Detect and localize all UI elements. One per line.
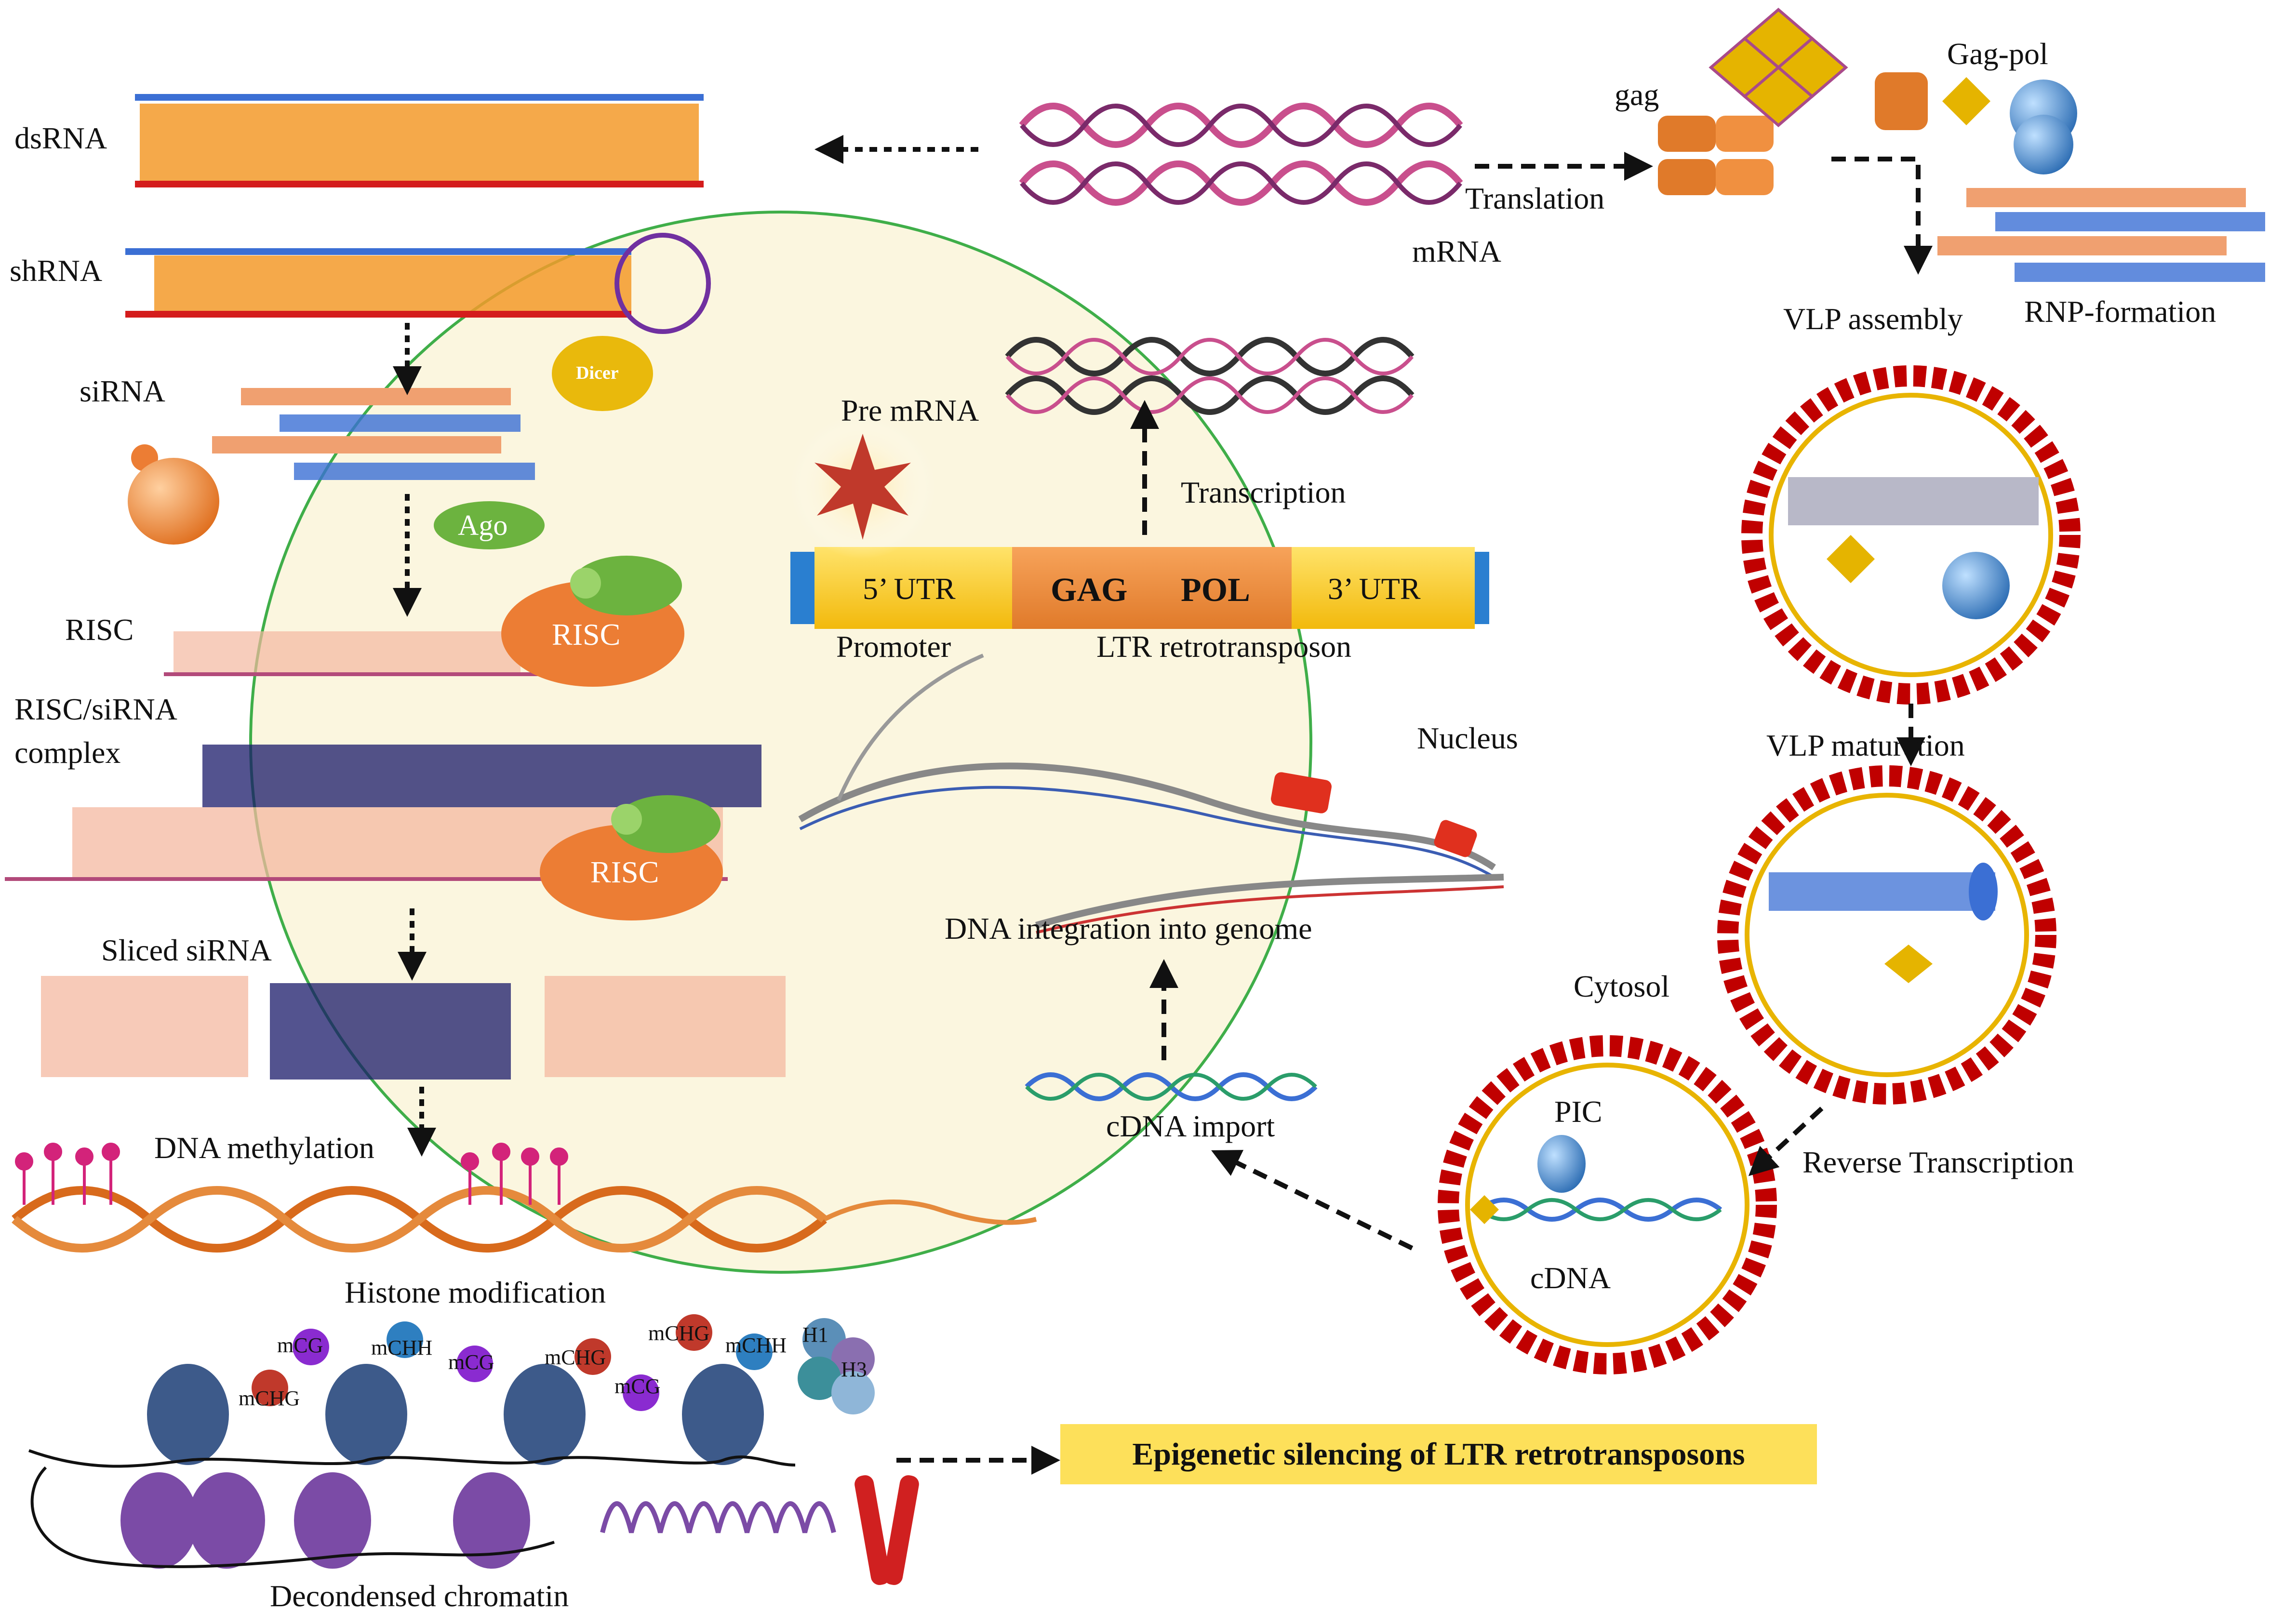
arrow-reverse-transcription [1748, 1106, 1824, 1176]
epigenetic-silencing-box: Epigenetic silencing of LTR retrotranspo… [1060, 1424, 1817, 1484]
label-gag-pol: Gag-pol [1947, 37, 2048, 71]
chromatin-fiber-upper [28, 1449, 796, 1468]
label-epigenetic-silencing: Epigenetic silencing of LTR retrotranspo… [1132, 1436, 1745, 1472]
chromatin-fiber-lower [30, 1466, 555, 1568]
mark-mchg-3: mCHG [648, 1321, 710, 1345]
arrow-to-cdna-import [1211, 1150, 1414, 1251]
label-sirna: siRNA [80, 374, 165, 408]
label-dna-methylation: DNA methylation [154, 1131, 374, 1165]
gag-protein-blocks [1658, 116, 1774, 195]
pre-mrna-strands [1005, 337, 1415, 415]
dicer-enzyme [552, 336, 653, 411]
gag-diamond-icon [1709, 8, 1848, 127]
mark-mchg-1: mCHG [239, 1386, 300, 1410]
methylated-dna [12, 1186, 1037, 1253]
mark-mchh-1: mCHH [371, 1336, 433, 1360]
methylation-pins [15, 1143, 568, 1205]
label-3utr: 3’ UTR [1328, 572, 1421, 606]
label-risc-sirna-1: RISC/siRNA [14, 692, 177, 726]
mark-mcg-3: mCG [614, 1374, 661, 1398]
label-sliced-sirna: Sliced siRNA [101, 933, 272, 967]
label-cytosol: Cytosol [1574, 969, 1670, 1003]
mark-mchh-2: mCHH [725, 1333, 787, 1357]
label-rnp-formation: RNP-formation [2024, 294, 2216, 329]
badge-risc-upper: RISC [552, 617, 621, 652]
histone-octamer [798, 1318, 875, 1414]
label-dna-integration: DNA integration into genome [945, 911, 1312, 946]
label-risc-sirna-2: complex [14, 735, 121, 770]
flow-arrows [393, 135, 1933, 1475]
label-promoter: Promoter [836, 629, 951, 664]
pic-particle [1438, 1035, 1777, 1374]
label-vlp-assembly: VLP assembly [1783, 302, 1963, 336]
chromatin-coil [600, 1501, 836, 1533]
label-pol-gene: POL [1181, 572, 1250, 609]
label-5utr: 5’ UTR [863, 572, 956, 606]
label-ago: Ago [458, 509, 508, 541]
ltr-gene-bar [790, 547, 1489, 629]
chromosome-icon [854, 1475, 919, 1585]
label-ltr-retrotransposon: LTR retrotransposon [1096, 629, 1352, 664]
risc-sirna-complex [5, 745, 761, 920]
ago-enzyme-orange-icon [128, 444, 219, 545]
vlp-maturation-particle [1717, 765, 2056, 1105]
label-gag-gene: GAG [1051, 572, 1128, 609]
arrow-vlp-assembly [1831, 157, 1933, 275]
label-shrna: shRNA [10, 253, 103, 288]
mrna-helices [1019, 103, 1463, 206]
label-decondensed-chromatin: Decondensed chromatin [270, 1579, 569, 1613]
mark-h1: H1 [802, 1323, 828, 1346]
label-gag: gag [1615, 78, 1659, 112]
label-risc: RISC [65, 613, 134, 647]
mark-h3: H3 [841, 1358, 867, 1381]
label-mrna: mRNA [1412, 234, 1501, 268]
label-transcription: Transcription [1181, 475, 1346, 509]
label-pic: PIC [1554, 1094, 1602, 1129]
sliced-sirna [41, 976, 786, 1080]
mark-mchg-2: mCHG [545, 1346, 606, 1369]
rnp-strands [1937, 188, 2265, 282]
mark-mcg-1: mCG [277, 1333, 323, 1357]
cdna-helix [1025, 1072, 1318, 1101]
gag-pol-icon [1875, 72, 2077, 174]
sirna-fragments [212, 388, 535, 480]
label-pre-mrna: Pre mRNA [841, 393, 979, 427]
label-cdna-import: cDNA import [1106, 1109, 1275, 1143]
label-histone-modification: Histone modification [345, 1275, 606, 1309]
label-reverse-transcription: Reverse Transcription [1802, 1145, 2074, 1179]
label-nucleus: Nucleus [1417, 721, 1518, 755]
label-translation: Translation [1465, 181, 1605, 215]
promoter-star-icon [790, 414, 935, 559]
badge-risc-lower: RISC [590, 855, 659, 889]
risc-complex [164, 556, 684, 687]
shrna-hairpin [125, 233, 711, 334]
label-cdna: cDNA [1530, 1261, 1611, 1295]
histone-mark-circles [252, 1314, 773, 1411]
label-dsrna: dsRNA [14, 121, 107, 155]
label-vlp-maturation: VLP maturation [1766, 728, 1965, 762]
nucleosome-row-upper [147, 1364, 764, 1465]
nucleosome-row-lower [120, 1472, 530, 1569]
dsrna-ladder [135, 94, 704, 187]
genome-dna [798, 653, 1504, 934]
vlp-assembly-particle [1741, 365, 2081, 705]
mark-mcg-2: mCG [448, 1350, 494, 1374]
label-dicer: Dicer [576, 363, 619, 383]
ago-protein [434, 501, 545, 549]
